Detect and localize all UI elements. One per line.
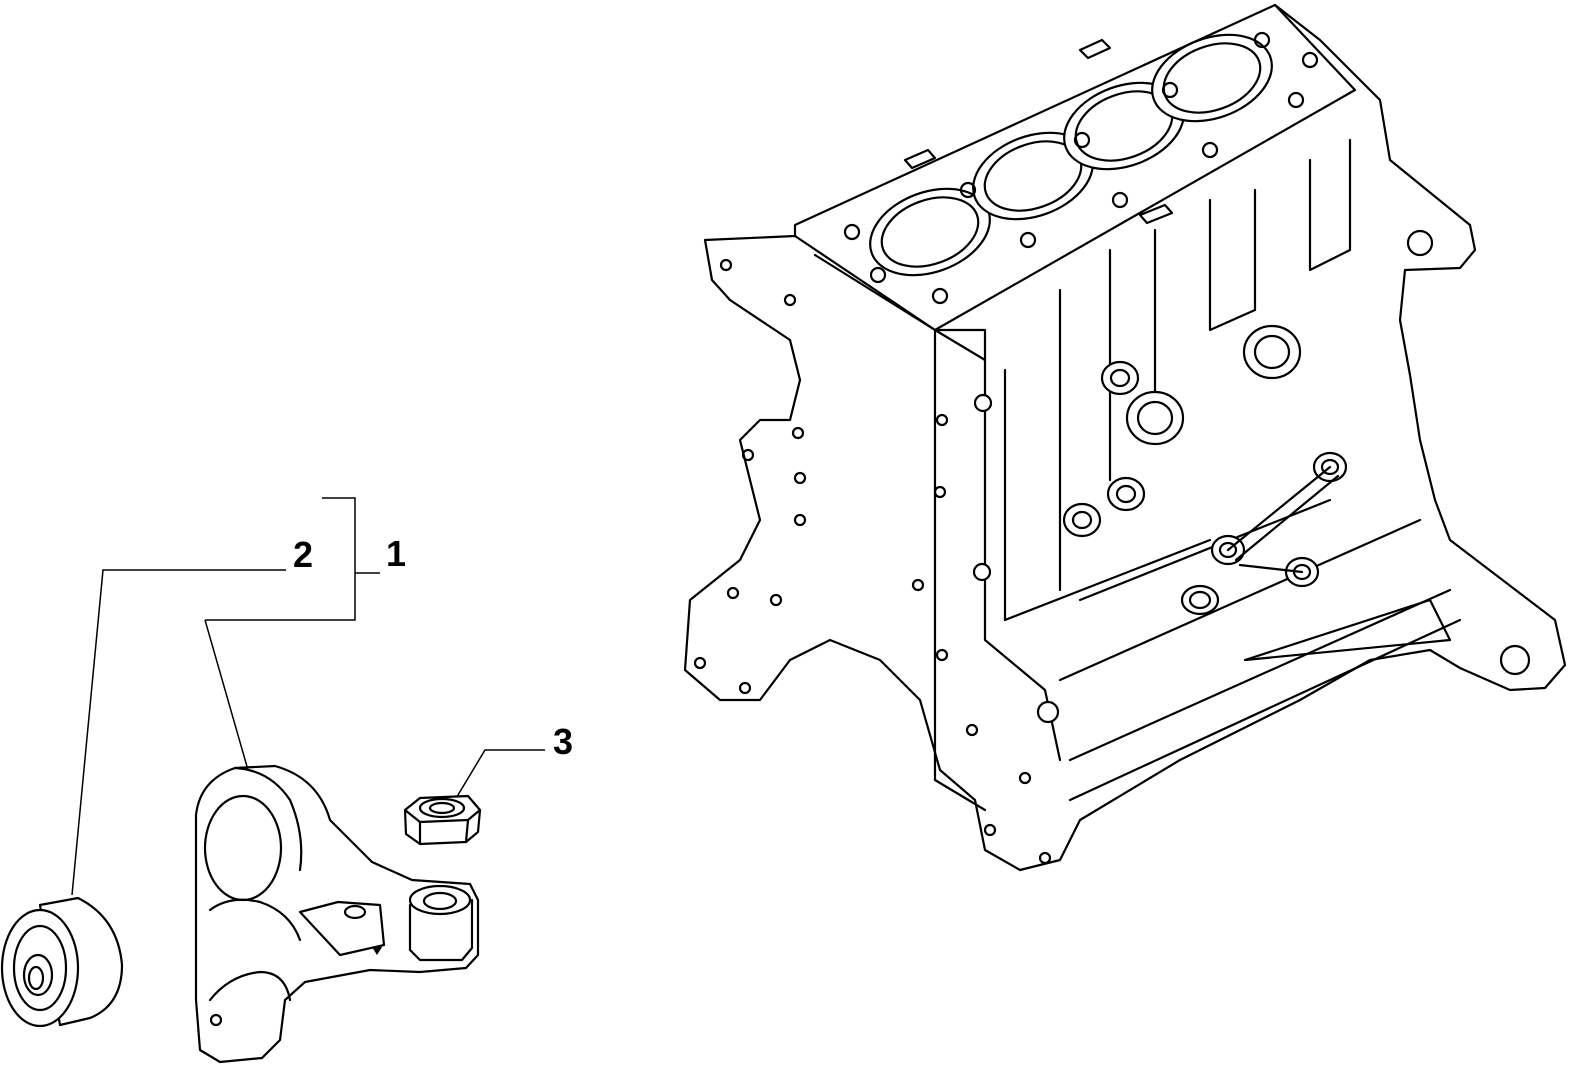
leader-line-1-bracket (205, 497, 356, 621)
callout-3: 3 (553, 721, 574, 762)
flange-holes (693, 258, 1052, 865)
cylinder-bores (869, 33, 1273, 277)
callout-2: 2 (293, 534, 314, 575)
nut-part-3 (403, 794, 482, 846)
leader-line-3 (454, 749, 545, 801)
callout-1: 1 (386, 533, 407, 574)
deck-bolt-holes (843, 31, 1319, 305)
block-bosses (972, 229, 1531, 724)
leader-lines (71, 497, 545, 896)
bushing-part-2 (0, 896, 124, 1028)
bracket-part-1 (194, 764, 480, 1064)
engine-block (683, 3, 1567, 872)
leader-line-1-to-bracket-part (204, 619, 249, 771)
leader-line-2 (71, 569, 286, 896)
